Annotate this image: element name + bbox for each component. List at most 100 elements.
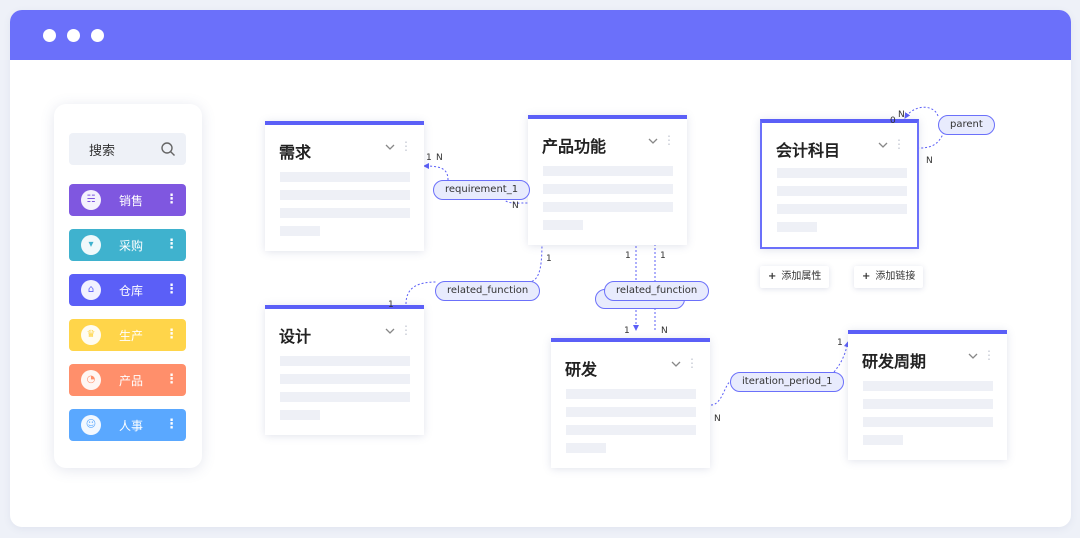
search-icon[interactable]: [160, 141, 176, 157]
entity-title: 产品功能: [542, 137, 607, 156]
cardinality-label: 1: [426, 153, 432, 163]
placeholder-bar: [543, 220, 583, 230]
relation-iteration-period[interactable]: iteration_period_1: [730, 372, 845, 392]
entity-card-yanfa[interactable]: 研发 ⋮: [551, 338, 710, 468]
more-icon[interactable]: ⋮: [165, 282, 178, 297]
line-related-a-right: [527, 235, 545, 283]
placeholder-bar: [543, 202, 673, 212]
diagram-canvas[interactable]: 搜索 ☵销售⋮▾采购⋮⌂仓库⋮♛生产⋮◔产品⋮☺人事⋮ 需求 ⋮ 产品功能 ⋮: [10, 60, 1071, 527]
entity-card-sheji[interactable]: 设计 ⋮: [265, 305, 424, 435]
entity-title: 设计: [279, 327, 312, 346]
placeholder-bar: [280, 356, 410, 366]
module-label: 采购: [119, 239, 144, 253]
more-icon[interactable]: ⋮: [165, 237, 178, 252]
placeholder-bar: [863, 435, 903, 445]
chevron-down-icon[interactable]: [384, 325, 396, 337]
line-requirement-top: [423, 163, 449, 181]
entity-card-kuaiji[interactable]: 会计科目 ⋮: [760, 119, 919, 249]
cardinality-label: 1: [837, 338, 843, 348]
placeholder-bar: [280, 374, 410, 384]
placeholder-bar: [543, 166, 673, 176]
placeholder-bar: [777, 222, 817, 232]
entity-card-xuqiu[interactable]: 需求 ⋮: [265, 121, 424, 251]
factory-icon: ♛: [81, 325, 101, 345]
search-label: 搜索: [89, 144, 116, 159]
placeholder-bar: [863, 399, 993, 409]
window-dot-1[interactable]: [43, 29, 56, 42]
placeholder-bar: [280, 208, 410, 218]
more-icon[interactable]: ⋮: [663, 133, 675, 147]
module-label: 人事: [119, 419, 144, 433]
relation-parent[interactable]: parent: [938, 115, 995, 135]
more-icon[interactable]: ⋮: [400, 323, 412, 337]
relation-related-function-a[interactable]: related_function: [435, 281, 541, 301]
more-icon[interactable]: ⋮: [165, 372, 178, 387]
more-icon[interactable]: ⋮: [165, 192, 178, 207]
warehouse-icon: ⌂: [81, 280, 101, 300]
app-window: 搜索 ☵销售⋮▾采购⋮⌂仓库⋮♛生产⋮◔产品⋮☺人事⋮ 需求 ⋮ 产品功能 ⋮: [10, 10, 1071, 527]
placeholder-bar: [777, 168, 907, 178]
chevron-down-icon[interactable]: [384, 141, 396, 153]
chevron-down-icon[interactable]: [967, 350, 979, 362]
entity-title: 研发: [565, 360, 598, 379]
chevron-down-icon[interactable]: [877, 139, 889, 151]
placeholder-bar: [280, 410, 320, 420]
add-link-button[interactable]: + 添加链接: [854, 266, 924, 288]
cart-icon: ☵: [81, 190, 101, 210]
more-icon[interactable]: ⋮: [400, 139, 412, 153]
window-dot-3[interactable]: [91, 29, 104, 42]
product-icon: ◔: [81, 370, 101, 390]
cardinality-label: 1: [625, 251, 631, 261]
people-icon: ☺: [81, 415, 101, 435]
placeholder-bar: [543, 184, 673, 194]
entity-card-chanpin[interactable]: 产品功能 ⋮: [528, 115, 687, 245]
module-item[interactable]: ☺ 人事 ⋮: [69, 409, 186, 441]
entity-title: 会计科目: [776, 141, 841, 160]
more-icon[interactable]: ⋮: [686, 356, 698, 370]
module-item[interactable]: ⌂仓库⋮: [69, 274, 186, 306]
line-parent-top: [904, 106, 939, 119]
module-item[interactable]: ☵ 销售 ⋮: [69, 184, 186, 216]
more-icon[interactable]: ⋮: [165, 327, 178, 342]
cardinality-label: N: [661, 326, 668, 336]
cardinality-label: 1: [624, 326, 630, 336]
cardinality-label: 1: [388, 300, 394, 310]
add-link-label: 添加链接: [875, 271, 916, 282]
chevron-down-icon[interactable]: [647, 135, 659, 147]
placeholder-bar: [566, 443, 606, 453]
add-attribute-button[interactable]: +添加属性: [760, 266, 830, 288]
plus-icon: +: [862, 271, 871, 282]
chevron-down-icon[interactable]: [670, 358, 682, 370]
placeholder-bar: [280, 226, 320, 236]
placeholder-bar: [566, 389, 696, 399]
cardinality-label: N: [436, 153, 443, 163]
cardinality-label: N: [512, 201, 519, 211]
cardinality-label: N: [714, 414, 721, 424]
placeholder-bar: [280, 392, 410, 402]
cardinality-label: 1: [546, 254, 552, 264]
placeholder-bar: [566, 407, 696, 417]
line-parent-bottom: [917, 131, 945, 149]
module-item[interactable]: ♛生产⋮: [69, 319, 186, 351]
module-item[interactable]: ◔ 产品 ⋮: [69, 364, 186, 396]
placeholder-bar: [777, 186, 907, 196]
placeholder-bar: [863, 381, 993, 391]
window-dot-2[interactable]: [67, 29, 80, 42]
more-icon[interactable]: ⋮: [983, 348, 995, 362]
placeholder-bar: [863, 417, 993, 427]
entity-title: 需求: [279, 143, 312, 162]
module-label: 销售: [119, 194, 144, 208]
more-icon[interactable]: ⋮: [893, 137, 905, 151]
relation-related-function-b[interactable]: related_function: [604, 281, 710, 301]
entity-card-zhouqi[interactable]: 研发周期 ⋮: [848, 330, 1007, 460]
entity-title: 研发周期: [862, 352, 927, 371]
more-icon[interactable]: ⋮: [165, 417, 178, 432]
placeholder-bar: [280, 190, 410, 200]
search-box[interactable]: 搜索: [69, 133, 186, 165]
placeholder-bar: [566, 425, 696, 435]
module-item[interactable]: ▾采购⋮: [69, 229, 186, 261]
module-label: 产品: [119, 374, 144, 388]
placeholder-bar: [777, 204, 907, 214]
line-iteration-left: [710, 381, 731, 406]
relation-requirement[interactable]: requirement_1: [433, 180, 531, 200]
